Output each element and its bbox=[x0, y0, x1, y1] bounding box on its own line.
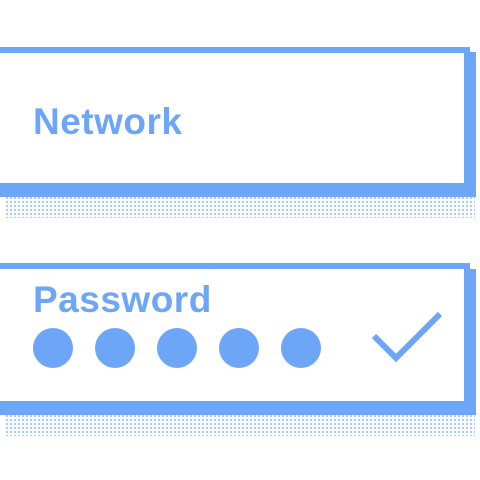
password-label: Password bbox=[33, 279, 212, 320]
password-field-depth bbox=[0, 269, 476, 415]
checkmark-stroke bbox=[371, 311, 443, 363]
network-label: Network bbox=[33, 101, 183, 142]
network-field-box[interactable] bbox=[0, 47, 470, 189]
password-dot bbox=[33, 328, 73, 368]
checkmark-icon bbox=[371, 311, 443, 363]
network-field[interactable]: Network bbox=[0, 0, 480, 230]
password-dot bbox=[157, 328, 197, 368]
password-dot bbox=[281, 328, 321, 368]
network-field-shadow bbox=[5, 196, 475, 218]
password-field[interactable]: Password bbox=[0, 0, 480, 440]
password-field-box[interactable] bbox=[0, 263, 470, 407]
password-mask bbox=[33, 328, 321, 368]
password-dot bbox=[95, 328, 135, 368]
password-dot bbox=[219, 328, 259, 368]
password-field-shadow bbox=[5, 414, 475, 436]
network-field-depth bbox=[0, 52, 476, 197]
